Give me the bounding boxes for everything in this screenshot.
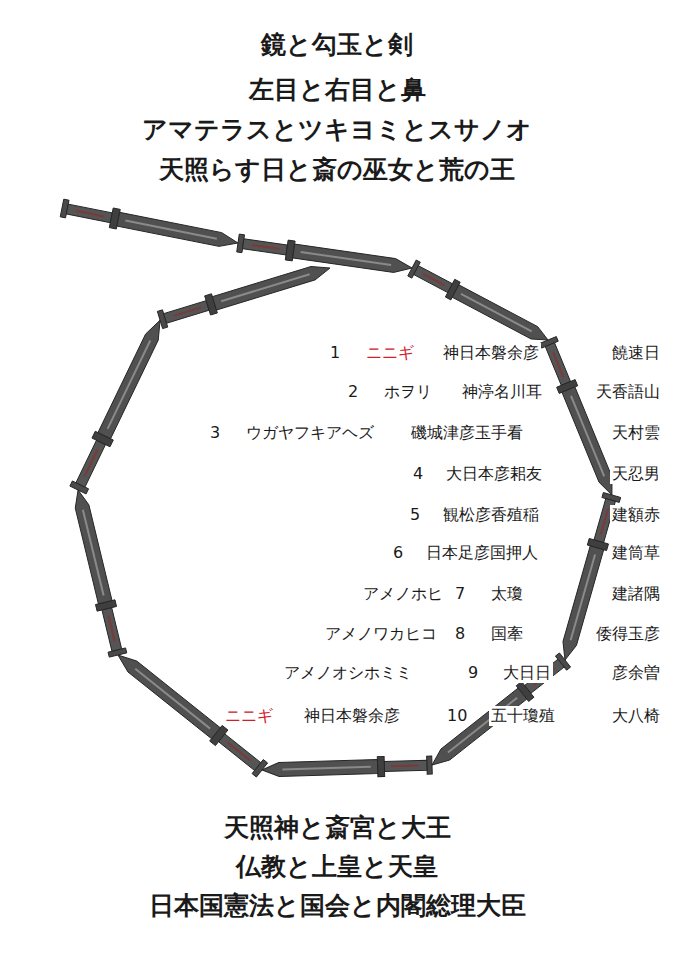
table-cell: 5 <box>408 505 422 525</box>
table-cell: アメノオシホミミ <box>282 663 414 683</box>
table-cell: 7 <box>453 584 467 604</box>
sword-segment <box>60 198 240 253</box>
table-cell: 大八椅 <box>610 706 662 726</box>
heading-line: 天照神と斎宮と大王 <box>224 812 451 844</box>
table-cell: 磯城津彦玉手看 <box>409 423 525 443</box>
table-cell: 神日本磐余彦 <box>441 343 541 363</box>
table-cell: アメノワカヒコ <box>323 624 439 644</box>
heading-line: アマテラスとツキヨミとスサノオ <box>142 114 532 146</box>
sword-segment <box>157 258 333 329</box>
table-cell: 6 <box>391 543 405 563</box>
sword-segment <box>262 755 433 780</box>
table-cell: 観松彦香殖稲 <box>441 505 541 525</box>
table-cell: ウガヤフキアヘズ <box>244 423 376 443</box>
table-cell: 神渟名川耳 <box>460 382 544 402</box>
heading-line: 日本国憲法と国会と内閣総理大臣 <box>149 890 526 922</box>
table-cell: 4 <box>411 464 425 484</box>
table-cell: 大日本彦耜友 <box>444 464 544 484</box>
sword-segment <box>426 652 571 773</box>
table-cell: ホヲリ <box>382 382 434 402</box>
table-cell: 国牽 <box>489 624 525 644</box>
table-cell: 彦余曽 <box>610 663 662 683</box>
table-cell: 9 <box>466 663 480 683</box>
table-cell: 饒速日 <box>610 343 662 363</box>
table-cell: 8 <box>453 624 467 644</box>
table-cell: 1 <box>328 343 342 363</box>
table-cell: 神日本磐余彦 <box>302 706 402 726</box>
heading-line: 天照らす日と斎の巫女と荒の王 <box>159 154 515 186</box>
sword-segment <box>407 259 552 349</box>
table-cell: 建額赤 <box>610 505 662 525</box>
table-cell: 2 <box>346 382 360 402</box>
table-cell: 五十瓊殖 <box>489 706 557 726</box>
table-cell: アメノホヒ <box>361 584 445 604</box>
table-cell: 倭得玉彦 <box>594 624 662 644</box>
table-cell: 天忍男 <box>610 464 662 484</box>
heading-line: 鏡と勾玉と剣 <box>261 29 413 61</box>
table-cell: 3 <box>208 423 222 443</box>
table-cell: 日本足彦国押人 <box>424 543 540 563</box>
table-cell: 建筒草 <box>610 543 662 563</box>
table-cell: 天香語山 <box>594 382 662 402</box>
table-cell: ニニギ <box>364 343 416 363</box>
table-cell: 太瓊 <box>489 584 525 604</box>
sword-segment <box>69 316 169 495</box>
heading-line: 左目と右目と鼻 <box>249 74 426 106</box>
table-cell: 10 <box>445 706 469 726</box>
sword-segment <box>539 336 621 499</box>
heading-line: 仏教と上皇と天皇 <box>236 851 438 883</box>
table-cell: ニニギ <box>223 706 275 726</box>
table-cell: 天村雲 <box>610 423 662 443</box>
sword-segment <box>68 488 127 658</box>
table-cell: 大日日 <box>501 663 553 683</box>
table-cell: 建諸隅 <box>610 584 662 604</box>
